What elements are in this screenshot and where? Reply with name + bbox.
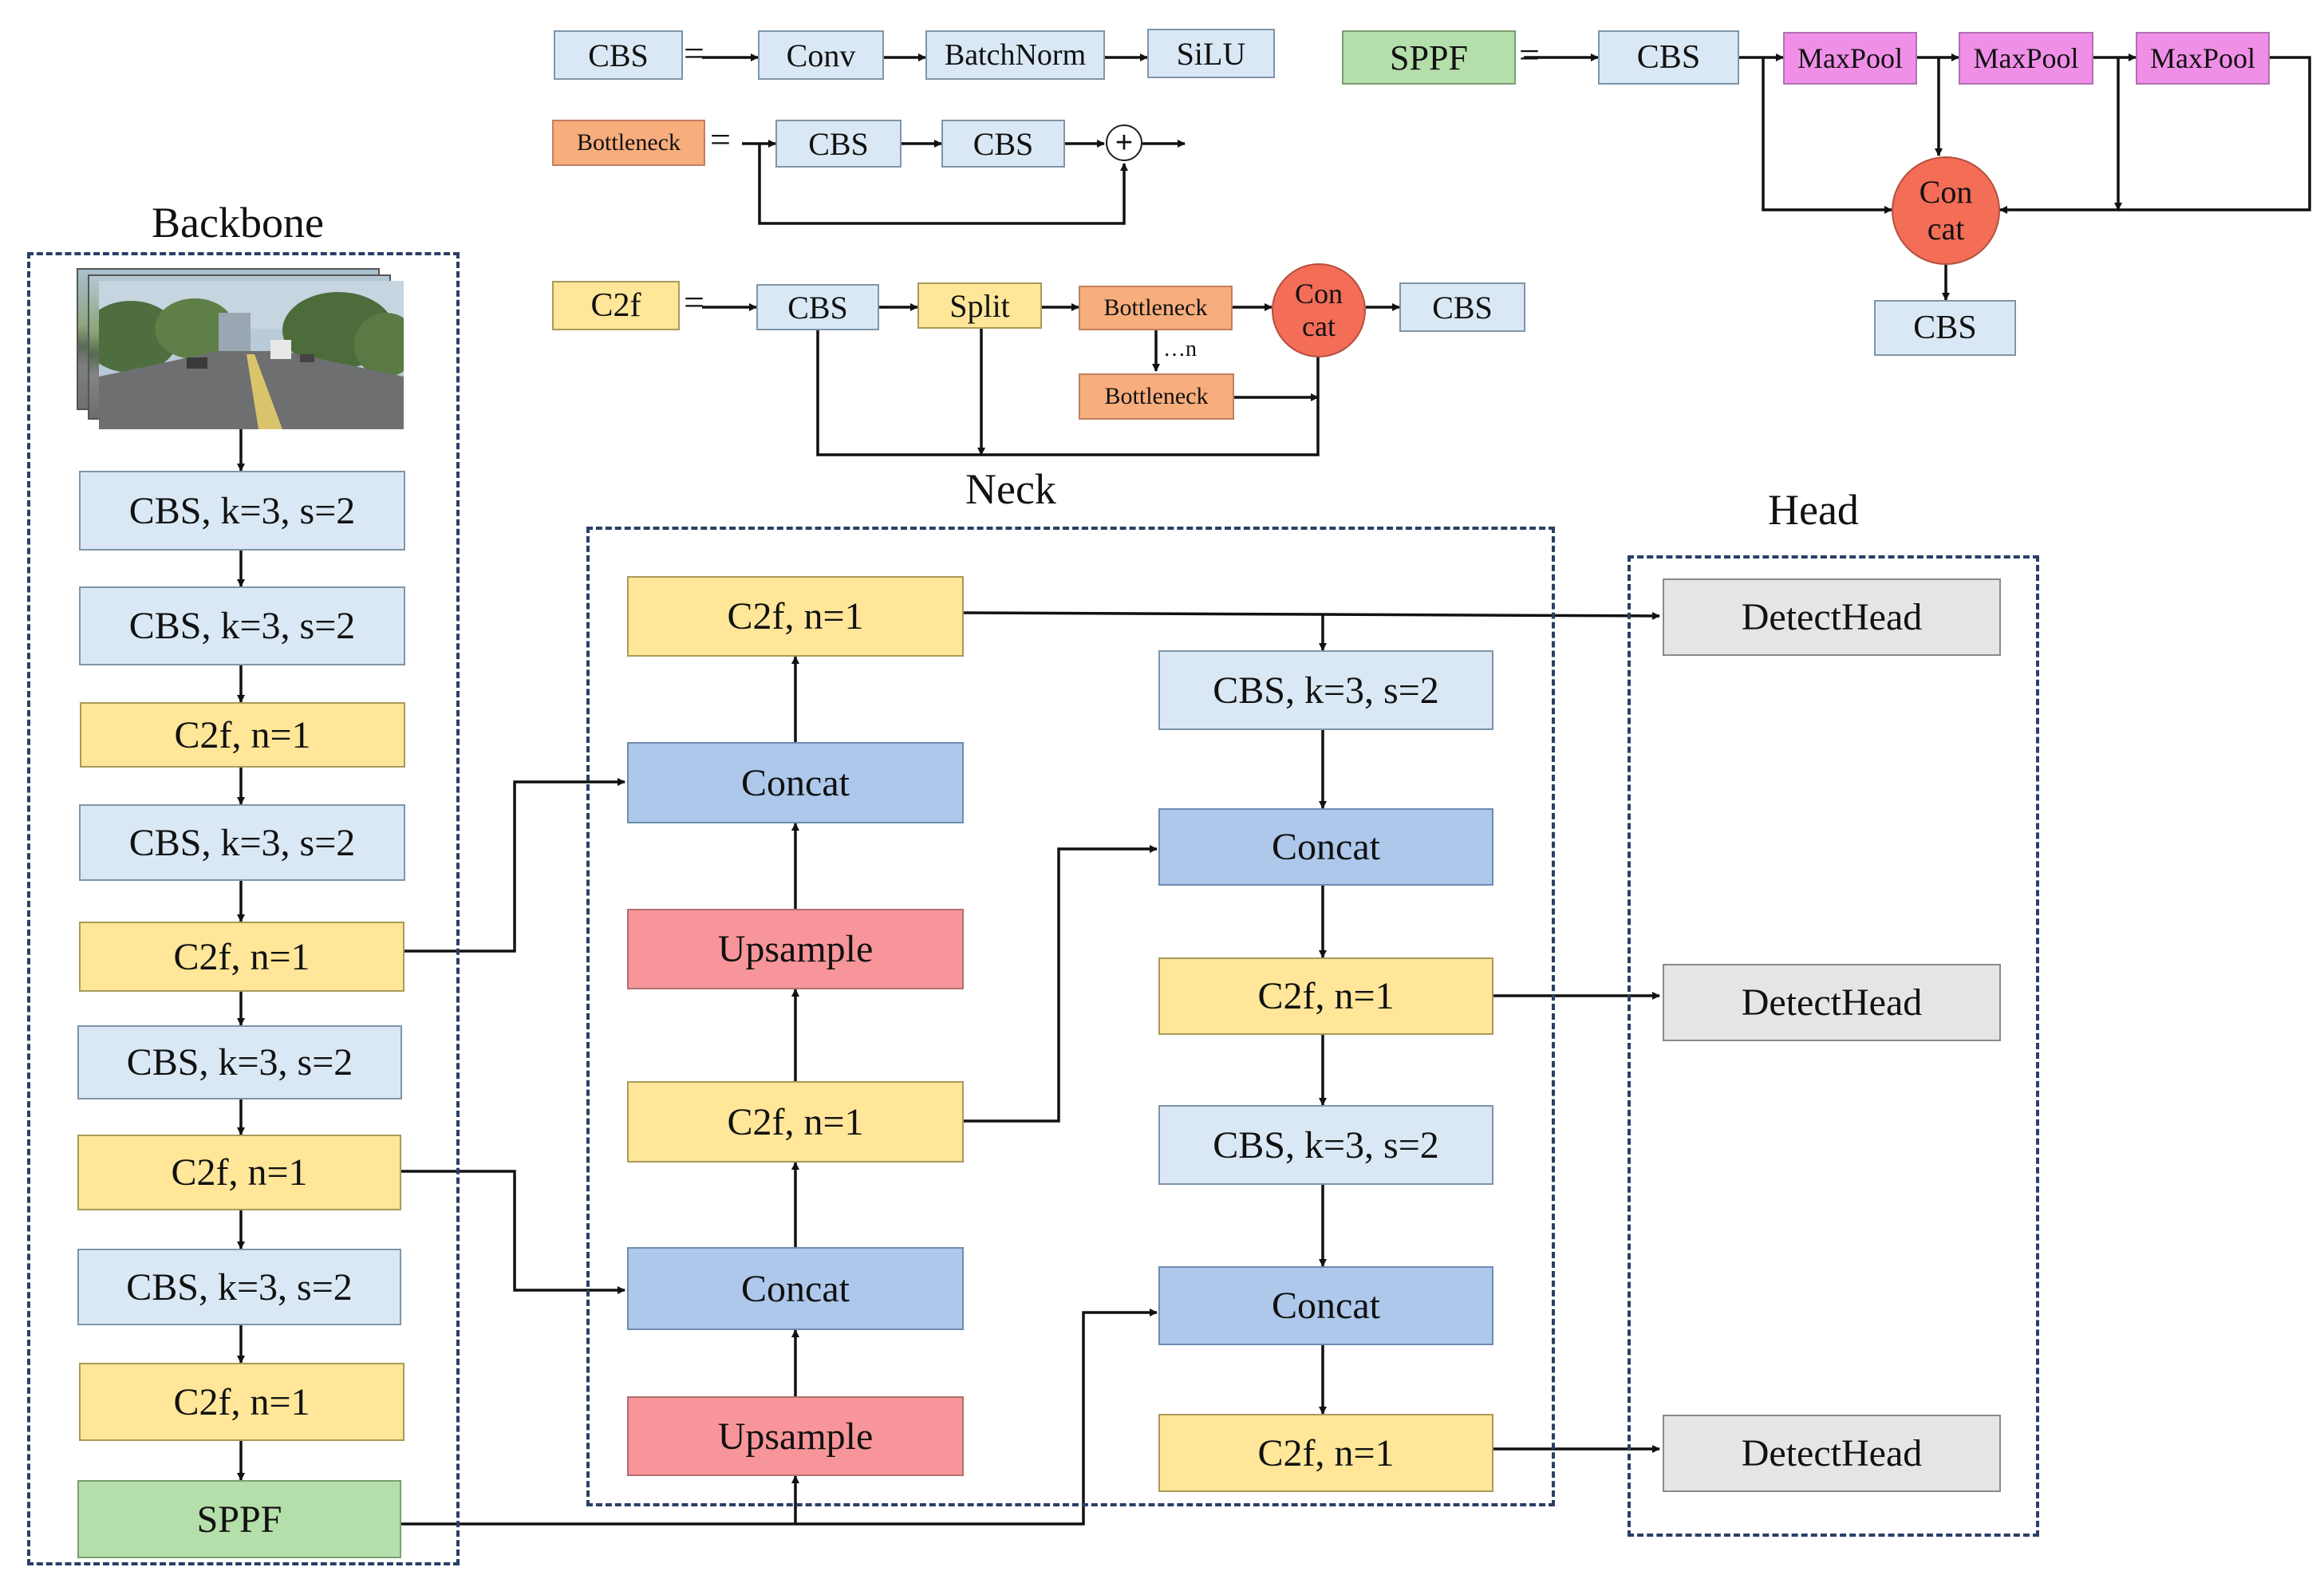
head-title: Head [1768, 486, 1859, 534]
neck-c2f-box: C2f, n=1 [1158, 957, 1493, 1035]
backbone-layer-cbs: CBS, k=3, s=2 [79, 804, 405, 881]
wire [963, 611, 1660, 620]
legend-c2f-bottleneck-box: Bottleneck [1079, 373, 1234, 420]
legend-bottleneck-cbs-box: CBS [941, 120, 1065, 168]
legend-bottleneck-cbs-box: CBS [775, 120, 902, 168]
legend-equals-sign: = [684, 282, 704, 322]
input-image-stack [77, 268, 404, 429]
legend-sppf-cbs-out-box: CBS [1874, 300, 2016, 356]
legend-equals-sign: = [1519, 34, 1540, 75]
neck-c2f-box: C2f, n=1 [1158, 1414, 1493, 1492]
detect-head-box: DetectHead [1663, 578, 2001, 656]
legend-c2f-bottleneck-box: Bottleneck [1079, 286, 1233, 330]
neck-concat-box: Concat [627, 742, 964, 823]
head-region [1628, 555, 2039, 1537]
wire [404, 778, 625, 953]
neck-concat-box: Concat [1158, 1266, 1493, 1345]
wire [795, 1309, 1158, 1526]
neck-cbs-box: CBS, k=3, s=2 [1158, 650, 1493, 730]
legend-silu-box: SiLU [1147, 29, 1275, 78]
neck-concat-box: Concat [627, 1247, 964, 1330]
legend-equals-sign: = [684, 33, 704, 73]
legend-c2f-label: C2f [552, 281, 680, 330]
backbone-layer-c2f: C2f, n=1 [79, 922, 404, 992]
neck-c2f-box: C2f, n=1 [627, 1081, 964, 1163]
backbone-layer-c2f: C2f, n=1 [80, 702, 405, 768]
legend-conv-box: Conv [758, 30, 884, 80]
backbone-layer-c2f: C2f, n=1 [79, 1363, 404, 1441]
road-scene-image [99, 281, 404, 429]
legend-equals-sign: = [710, 119, 731, 160]
wire [964, 845, 1158, 1123]
wire [816, 329, 1322, 456]
neck-cbs-box: CBS, k=3, s=2 [1158, 1105, 1493, 1185]
backbone-layer-sppf: SPPF [77, 1480, 401, 1558]
backbone-layer-cbs: CBS, k=3, s=2 [79, 586, 405, 665]
neck-region [586, 527, 1555, 1506]
backbone-region [27, 252, 460, 1565]
legend-sppf-concat-circle: Con cat [1892, 156, 2000, 265]
neck-upsample-box: Upsample [627, 909, 964, 989]
backbone-layer-cbs: CBS, k=3, s=2 [77, 1025, 402, 1099]
legend-c2f-concat-circle: Con cat [1272, 263, 1366, 357]
detect-head-box: DetectHead [1663, 964, 2001, 1041]
legend-sppf-cbs-in-box: CBS [1598, 30, 1739, 85]
legend-bottleneck-label: Bottleneck [552, 120, 705, 166]
neck-upsample-box: Upsample [627, 1396, 964, 1476]
legend-maxpool-box: MaxPool [1783, 32, 1917, 85]
legend-sppf-label: SPPF [1342, 30, 1516, 85]
legend-c2f-cbs-out-box: CBS [1399, 282, 1525, 332]
backbone-layer-cbs: CBS, k=3, s=2 [79, 471, 405, 551]
neck-c2f-box: C2f, n=1 [627, 576, 964, 657]
backbone-title: Backbone [152, 199, 324, 247]
wire [1762, 57, 1892, 214]
legend-cbs-label: CBS [554, 30, 683, 80]
backbone-layer-c2f: C2f, n=1 [77, 1135, 401, 1210]
legend-maxpool-box: MaxPool [1959, 32, 2093, 85]
neck-concat-box: Concat [1158, 808, 1493, 886]
legend-maxpool-box: MaxPool [2136, 32, 2270, 85]
add-icon: + [1106, 124, 1142, 161]
backbone-layer-cbs: CBS, k=3, s=2 [77, 1249, 401, 1325]
detect-head-box: DetectHead [1663, 1415, 2001, 1492]
wire [1999, 56, 2311, 214]
legend-split-box: Split [917, 282, 1042, 329]
legend-c2f-cbs-in-box: CBS [756, 284, 879, 330]
legend-repeat-label: …n [1163, 337, 1197, 361]
wire [758, 144, 1128, 225]
legend-batchnorm-box: BatchNorm [925, 30, 1105, 80]
neck-title: Neck [965, 465, 1056, 513]
